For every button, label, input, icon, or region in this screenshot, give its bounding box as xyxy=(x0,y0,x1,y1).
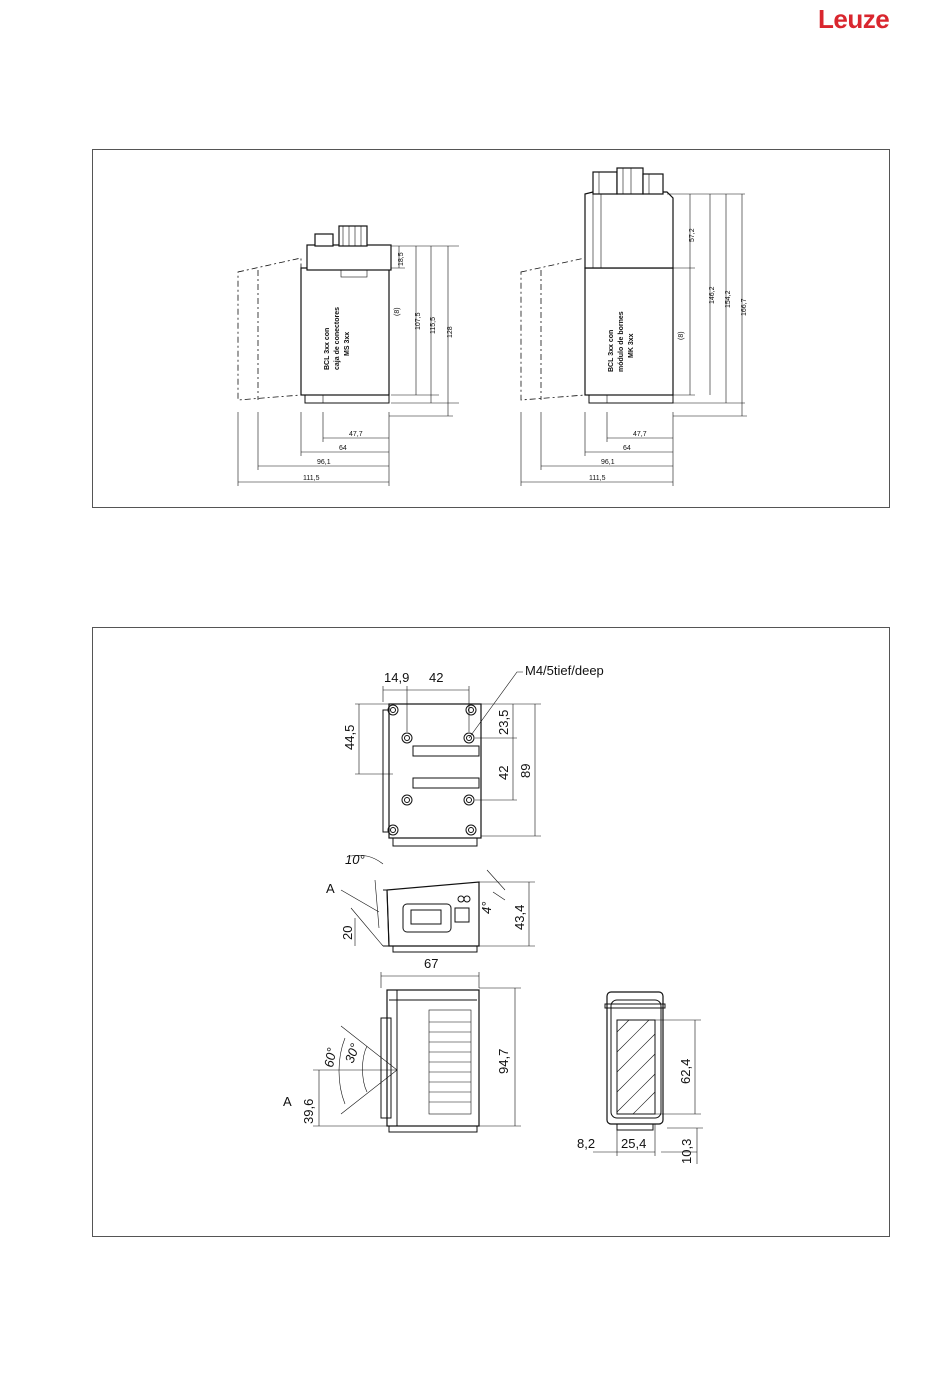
right-dim-47-7: 47,7 xyxy=(633,431,647,438)
right-dim-64: 64 xyxy=(623,445,631,452)
brand-logo: Leuze xyxy=(818,4,889,35)
left-view-ms3xx: BCL 3xx con caja de conectores MS 3xx (8… xyxy=(238,226,459,486)
right-dim-96-1: 96,1 xyxy=(601,459,615,466)
dimension-drawing-device-views: 14,9 42 44,5 23,5 42 89 M4/5tief/deep 10… xyxy=(92,627,890,1237)
device-views-svg: 14,9 42 44,5 23,5 42 89 M4/5tief/deep 10… xyxy=(93,628,889,1236)
left-dim-115-5: 115,5 xyxy=(430,317,437,334)
front-view: 67 94,7 39,6 60° 30° A xyxy=(283,956,521,1132)
right-dim-111-5: 111,5 xyxy=(589,475,606,482)
front-point-a: A xyxy=(283,1094,292,1109)
right-label-line-2: módulo de bornes xyxy=(618,311,625,372)
window-dim-8-2: 8,2 xyxy=(577,1136,595,1151)
brand-name: Leuze xyxy=(818,4,889,34)
right-label-line-1: BCL 3xx con xyxy=(608,330,615,372)
right-dim-166-7: 166,7 xyxy=(741,298,748,316)
side-dim-43-4: 43,4 xyxy=(512,905,527,930)
left-label-line-3: MS 3xx xyxy=(344,332,351,356)
left-dim-64: 64 xyxy=(339,445,347,452)
rear-dim-89: 89 xyxy=(518,764,533,778)
left-ref-label: (8) xyxy=(394,307,401,316)
side-point-a: A xyxy=(326,881,335,896)
left-dim-18-5: 18,5 xyxy=(398,252,405,266)
rear-dim-42-horizontal: 42 xyxy=(429,670,443,685)
right-dim-146-2: 146,2 xyxy=(709,286,716,304)
front-dim-94-7: 94,7 xyxy=(496,1049,511,1074)
window-dim-62-4: 62,4 xyxy=(678,1059,693,1084)
right-dim-57-2: 57,2 xyxy=(689,228,696,242)
connector-variants-svg: BCL 3xx con caja de conectores MS 3xx (8… xyxy=(93,150,889,507)
left-dim-47-7: 47,7 xyxy=(349,431,363,438)
left-label-line-2: caja de conectores xyxy=(334,307,341,370)
left-dim-128: 128 xyxy=(447,326,454,338)
side-dim-20: 20 xyxy=(340,926,355,940)
window-dim-10-3: 10,3 xyxy=(679,1139,694,1164)
left-label-line-1: BCL 3xx con xyxy=(324,328,331,370)
side-dim-4-degrees: 4° xyxy=(479,902,494,914)
right-view-mk3xx: BCL 3xx con módulo de bornes MK 3xx (8) … xyxy=(521,168,748,486)
front-dim-60-degrees: 60° xyxy=(321,1047,339,1069)
left-dim-107-5: 107,5 xyxy=(415,312,422,330)
rear-dim-42-vertical: 42 xyxy=(496,766,511,780)
thread-note: M4/5tief/deep xyxy=(525,663,604,678)
front-dim-30-degrees: 30° xyxy=(342,1041,363,1065)
rear-dim-44-5: 44,5 xyxy=(342,725,357,750)
window-view: 62,4 8,2 25,4 10,3 xyxy=(577,992,703,1164)
left-dim-96-1: 96,1 xyxy=(317,459,331,466)
left-dim-111-5: 111,5 xyxy=(303,475,320,482)
side-view: 10° 4° 43,4 20 A xyxy=(326,852,535,952)
right-ref-label: (8) xyxy=(678,331,685,340)
window-dim-25-4: 25,4 xyxy=(621,1136,646,1151)
right-dim-154-2: 154,2 xyxy=(725,290,732,308)
rear-view: 14,9 42 44,5 23,5 42 89 M4/5tief/deep xyxy=(342,663,604,846)
rear-dim-14-9: 14,9 xyxy=(384,670,409,685)
dimension-drawing-connector-variants: BCL 3xx con caja de conectores MS 3xx (8… xyxy=(92,149,890,508)
side-dim-10-degrees: 10° xyxy=(345,852,365,867)
right-label-line-3: MK 3xx xyxy=(628,333,635,358)
front-dim-39-6: 39,6 xyxy=(301,1099,316,1124)
front-dim-67: 67 xyxy=(424,956,438,971)
rear-dim-23-5: 23,5 xyxy=(496,710,511,735)
